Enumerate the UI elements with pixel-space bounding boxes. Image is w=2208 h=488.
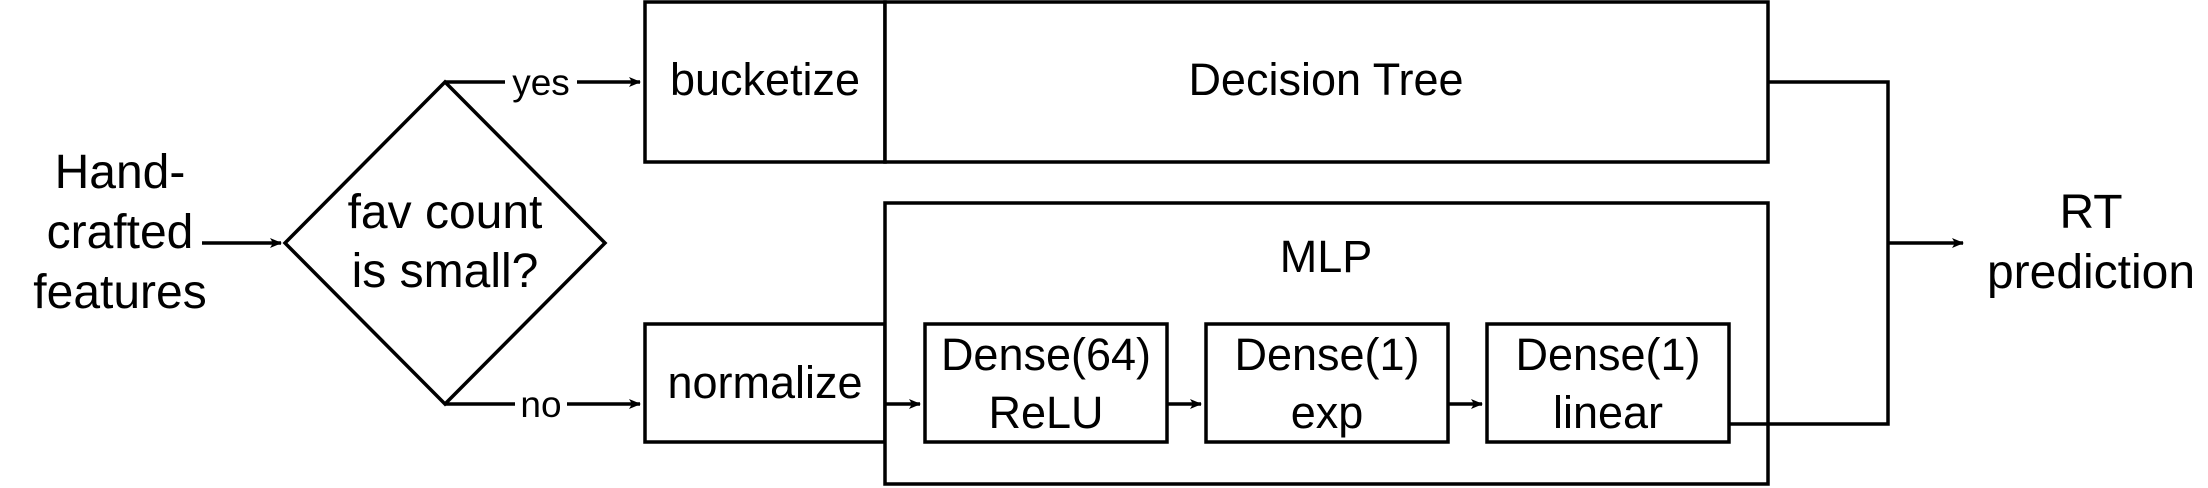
dense1-exp-label-line2: exp [1291,387,1364,438]
decision-label-line2: is small? [352,245,539,298]
decision-tree-output-line [1768,80,1890,243]
dense1-linear-label-line2: linear [1553,387,1663,438]
dense1-linear-box [1485,322,1731,444]
output-label-line2: prediction [1987,246,2195,299]
yes-label: yes [512,62,570,103]
decision-tree-box [883,0,1770,164]
mlp-output-line [1729,243,1890,426]
normalize-box [643,322,887,444]
dense64-label-line1: Dense(64) [941,329,1151,380]
input-features-label: Hand- crafted features [33,146,206,319]
input-label-line2: crafted [47,206,194,259]
decision-tree-label: Decision Tree [1188,54,1463,105]
input-label-line1: Hand- [55,146,186,199]
output-label-line1: RT [2059,186,2122,239]
dense1-exp-label-line1: Dense(1) [1234,329,1419,380]
dense64-label-line2: ReLU [988,387,1103,438]
dense64-relu-box [923,322,1169,444]
decision-diamond [282,79,608,407]
mlp-title: MLP [1280,231,1373,282]
dense1-linear-label-line1: Dense(1) [1515,329,1700,380]
bucketize-label: bucketize [670,54,860,105]
normalize-label: normalize [667,357,862,408]
no-label: no [520,384,561,425]
bucketize-box [643,0,887,164]
decision-label-line1: fav count [348,186,543,239]
input-label-line3: features [33,266,206,319]
dense1-exp-box [1204,322,1450,444]
